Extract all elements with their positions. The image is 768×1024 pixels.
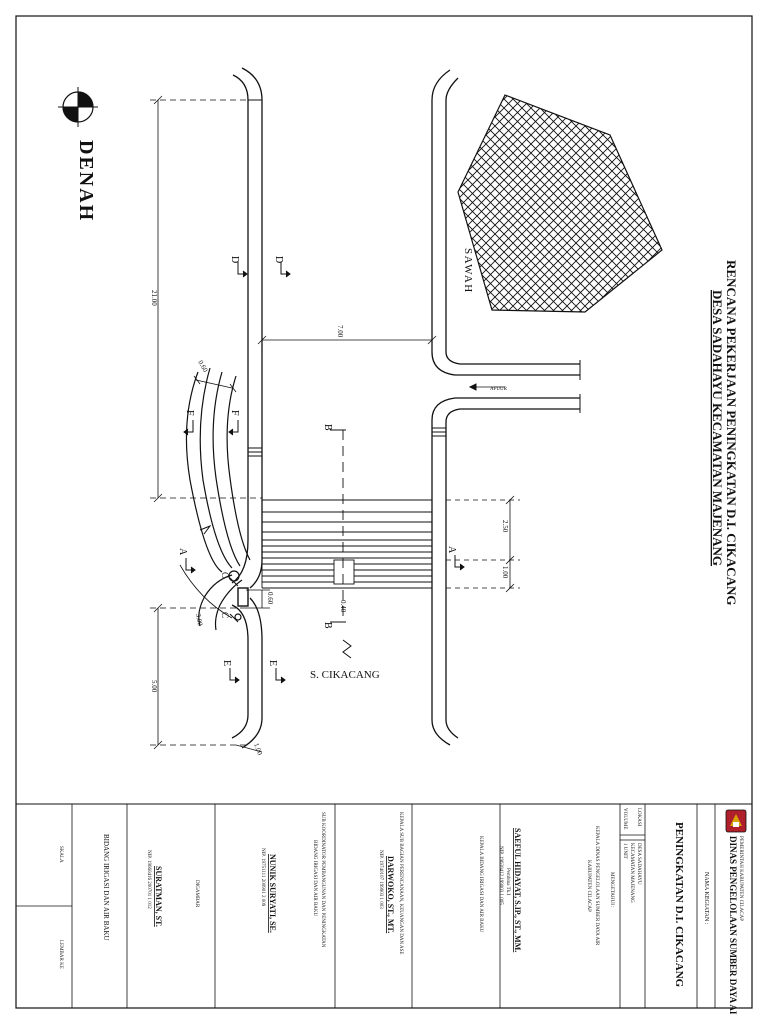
- svg-text:A: A: [177, 548, 188, 556]
- svg-text:0.60: 0.60: [196, 359, 209, 374]
- dimension-250-100: [446, 495, 520, 593]
- flow-label: AFUUR: [490, 387, 508, 392]
- svg-text:B: B: [322, 424, 333, 431]
- svg-text:0.40: 0.40: [339, 600, 347, 613]
- svg-text:A: A: [446, 546, 457, 554]
- svg-text:DIGAMBAR: DIGAMBAR: [194, 880, 199, 908]
- drawing-area: [58, 67, 663, 753]
- dimension-700: [257, 335, 437, 345]
- svg-text:1 UNIT: 1 UNIT: [622, 843, 627, 859]
- sawah-label: SAWAH: [462, 248, 474, 294]
- svg-text:BIDANG IRIGASI DAN AIR BAKU: BIDANG IRIGASI DAN AIR BAKU: [312, 840, 317, 917]
- svg-text:KEPALA DINAS PENGELOLAAN SUMBE: KEPALA DINAS PENGELOLAAN SUMBER DAYA AIR: [594, 826, 599, 946]
- svg-text:3.00: 3.00: [194, 613, 204, 627]
- svg-text:2.50: 2.50: [501, 520, 509, 533]
- svg-text:DESA SADAHAYU: DESA SADAHAYU: [636, 843, 641, 885]
- titleblock: [16, 804, 716, 1008]
- dimension-2100: [150, 95, 262, 503]
- svg-text:21.00: 21.00: [150, 290, 158, 306]
- svg-text:SURATMAN, ST.: SURATMAN, ST.: [154, 866, 163, 927]
- svg-text:SKALA: SKALA: [58, 846, 63, 863]
- north-arrow-icon: [58, 87, 98, 127]
- svg-text:C: C: [220, 612, 230, 618]
- svg-text:VOLUME: VOLUME: [622, 808, 627, 829]
- svg-text:7.00: 7.00: [336, 325, 344, 338]
- svg-text:Pembina Tk.I: Pembina Tk.I: [505, 868, 510, 895]
- svg-text:1.00: 1.00: [252, 742, 264, 757]
- svg-text:KECAMATAN MAJENANG: KECAMATAN MAJENANG: [629, 843, 634, 903]
- svg-text:F: F: [229, 410, 240, 416]
- view-title: DENAH: [75, 140, 97, 222]
- svg-text:NIP. 19751111 200901 2 009: NIP. 19751111 200901 2 009: [260, 848, 265, 907]
- channel-right-wall-lower: [431, 397, 580, 746]
- river-label: S. CIKACANG: [310, 669, 380, 681]
- regency-logo-icon: [725, 809, 747, 833]
- svg-text:BIDANG IRIGASI DAN AIR BAKU: BIDANG IRIGASI DAN AIR BAKU: [102, 834, 110, 941]
- svg-text:SAEFUL HIDAYAT, S.IP., ST., MM: SAEFUL HIDAYAT, S.IP., ST., MM.: [513, 828, 522, 952]
- project-title-line2: DESA SADAHAYU KECAMATAN MAJENANG: [710, 290, 725, 566]
- svg-text:NUNIK SURYATI, SE.: NUNIK SURYATI, SE.: [268, 854, 277, 933]
- svg-text:DARWOKO, ST., MT.: DARWOKO, ST., MT.: [386, 856, 395, 933]
- kegiatan-title: PENINGKATAN D.I. CIKACANG: [673, 822, 685, 988]
- section-markers: [183, 262, 465, 684]
- nama-kegiatan-label: NAMA KEGIATAN :: [703, 872, 709, 925]
- svg-text:NIP. 19740107 199903 1 003: NIP. 19740107 199903 1 003: [378, 850, 383, 909]
- intake-channel: [185, 367, 251, 631]
- svg-text:E: E: [267, 660, 278, 666]
- svg-text:NIP. 19660416 200701 1 012: NIP. 19660416 200701 1 012: [146, 850, 151, 909]
- dimension-500: [150, 603, 248, 750]
- svg-text:D: D: [273, 256, 284, 263]
- svg-text:LOKASI: LOKASI: [636, 808, 641, 827]
- agency-small: PEMERINTAH KABUPATEN CILACAP: [738, 836, 743, 921]
- titleblock-text: PEMERINTAH KABUPATEN CILACAP DINAS PENGE…: [58, 808, 743, 1015]
- outer-frame: [15, 15, 753, 1009]
- weir-structure: [237, 499, 433, 607]
- svg-text:KABUPATEN CILACAP: KABUPATEN CILACAP: [586, 860, 591, 912]
- svg-text:MENGETAHUI :: MENGETAHUI :: [609, 872, 614, 908]
- svg-text:KEPALA BIDANG IRIGASI DAN AIR: KEPALA BIDANG IRIGASI DAN AIR BAKU: [478, 836, 483, 933]
- channel-right-wall-upper: [431, 69, 580, 376]
- svg-text:B: B: [322, 622, 333, 629]
- agency-main: DINAS PENGELOLAAN SUMBER DAYA AI: [728, 836, 738, 1015]
- svg-text:5.00: 5.00: [150, 680, 158, 693]
- channel-left-wall-lower: [231, 604, 249, 739]
- svg-text:C: C: [220, 572, 230, 578]
- project-title-line1: RENCANA PEKERJAAN PENINGKATAN D.I. CIKAC…: [724, 260, 739, 605]
- svg-text:0.60: 0.60: [266, 592, 274, 605]
- svg-text:1.00: 1.00: [501, 566, 509, 579]
- svg-text:E: E: [221, 660, 232, 666]
- sawah-hatch-area: [457, 94, 663, 313]
- channel-left-wall-upper: [231, 74, 249, 584]
- svg-text:NIP. 19630412 199003 1 005: NIP. 19630412 199003 1 005: [498, 846, 503, 905]
- svg-text:SUB KOORDINATOR PEMBANGUNAN DA: SUB KOORDINATOR PEMBANGUNAN DAN PENINGKA…: [320, 812, 325, 948]
- svg-text:F: F: [184, 410, 195, 416]
- svg-text:D: D: [229, 256, 240, 263]
- svg-text:KEPALA SUB BAGIAN PERENCANAAN,: KEPALA SUB BAGIAN PERENCANAAN, KEUANGAN …: [398, 812, 403, 954]
- svg-text:LEMBAR KE: LEMBAR KE: [58, 940, 63, 969]
